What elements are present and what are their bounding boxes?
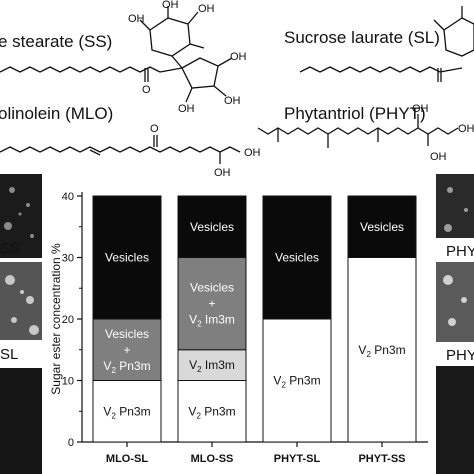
bar-segment <box>262 318 332 443</box>
bar-mlo-ss: V2 Pn3m V2 Im3m Vesicles + V2 Im3m Vesicles <box>177 195 247 443</box>
bar-segment-label: + <box>123 343 130 357</box>
bar-phyt-ss: V2 Pn3m Vesicles <box>347 195 417 443</box>
y-tick-label: 10 <box>62 376 74 388</box>
micrograph-left-top-texture <box>4 187 34 238</box>
chemical-structures: e stearate (SS) OH OH OH OH OH OH O Sucr… <box>0 0 474 179</box>
bar-segment-label: Vesicles <box>190 281 234 295</box>
oh-label: OH <box>128 13 145 25</box>
bar-segment-label: V2 Pn3m <box>103 359 150 375</box>
micrograph-right-mid-caption-bg <box>436 342 474 364</box>
micrograph-left-top-label: SS <box>0 240 20 257</box>
oh-label: OH <box>162 0 179 11</box>
oh-label: OH <box>230 51 247 63</box>
bar-segment-label: V2 Im3m <box>189 313 235 329</box>
structure-label-mlo: olinolein (MLO) <box>0 104 113 123</box>
y-tick-label: 30 <box>62 253 74 265</box>
micrograph-right-bottom <box>436 366 474 474</box>
structure-label-ss: e stearate (SS) <box>0 32 112 51</box>
bar-segment <box>177 349 247 381</box>
bar-phyt-sl: V2 Pn3m Vesicles <box>262 195 332 443</box>
bar-segment-label: Vesicles <box>360 220 404 234</box>
y-tick-label: 20 <box>62 314 74 326</box>
bar-segment <box>92 318 162 381</box>
structure-label-phyt: Phytantriol (PHYT) <box>284 104 426 123</box>
x-tick-label: PHYT-SS <box>358 453 405 465</box>
sucrose-laurate-structure <box>299 6 474 82</box>
bar-segment-label: Vesicles <box>275 251 319 265</box>
micrograph-right-mid-texture <box>443 275 467 326</box>
bar-segment-label: + <box>208 297 215 311</box>
micrograph-right-top-texture <box>444 187 468 232</box>
bar-segment <box>177 195 247 258</box>
oh-label: OH <box>458 123 474 135</box>
bar-segment-label: Vesicles <box>105 327 149 341</box>
oxygen-label: O <box>142 84 151 96</box>
micrograph-left-mid-label: SL <box>0 346 18 363</box>
bar-segment <box>177 380 247 443</box>
oh-label: OH <box>214 167 231 179</box>
phytantriol-structure <box>257 114 459 148</box>
bar-segment-label: V2 Pn3m <box>103 404 150 420</box>
x-tick-label: MLO-SL <box>106 453 148 465</box>
bar-segment <box>347 257 417 443</box>
micrograph-left-bottom <box>0 368 42 474</box>
micrograph-left-mid-caption-bg <box>0 340 42 364</box>
micrograph-right-mid-label: PHY <box>446 347 474 364</box>
bar-segment <box>92 380 162 443</box>
y-axis-title: Sugar ester concentration % <box>49 243 63 395</box>
micrograph-right-top-caption-bg <box>436 238 474 260</box>
bar-segment <box>177 257 247 351</box>
bar-segment-label: Vesicles <box>190 220 234 234</box>
bar-segment <box>92 195 162 320</box>
oh-label: OH <box>430 151 447 163</box>
sucrose-stearate-structure <box>0 6 233 103</box>
y-tick-label: 40 <box>62 191 74 203</box>
micrographs: SS SL PHY PHY <box>0 174 474 474</box>
bar-segment <box>347 195 417 258</box>
bar-segment-label: V2 Pn3m <box>273 374 320 390</box>
oh-label: OH <box>244 147 261 159</box>
micrograph-right-top-label: PHY <box>446 243 474 260</box>
oh-label: OH <box>198 3 215 15</box>
bar-mlo-sl: V2 Pn3m Vesicles + V2 Pn3m Vesicles <box>92 195 162 443</box>
oh-label: OH <box>178 103 195 115</box>
structure-label-sl: Sucrose laurate (SL) <box>284 28 440 47</box>
x-tick-label: PHYT-SL <box>274 453 321 465</box>
oxygen-label: O <box>150 123 159 135</box>
bar-segment-label: Vesicles <box>105 251 149 265</box>
micrograph-left-top <box>0 174 42 258</box>
micrograph-left-mid-texture <box>5 275 39 335</box>
bar-segment-label: V2 Pn3m <box>188 404 235 420</box>
oh-label: OH <box>412 103 429 115</box>
oh-label: OH <box>224 95 241 107</box>
bar-segment-label: V2 Im3m <box>189 358 235 374</box>
sucrose-stearate-hydroxyl-labels: OH OH OH OH OH OH O <box>128 0 247 115</box>
bar-segment-label: V2 Pn3m <box>358 343 405 359</box>
monolinolein-structure <box>0 135 241 164</box>
bar-segment <box>262 195 332 320</box>
x-tick-label: MLO-SS <box>191 453 234 465</box>
y-tick-label: 0 <box>68 437 74 449</box>
